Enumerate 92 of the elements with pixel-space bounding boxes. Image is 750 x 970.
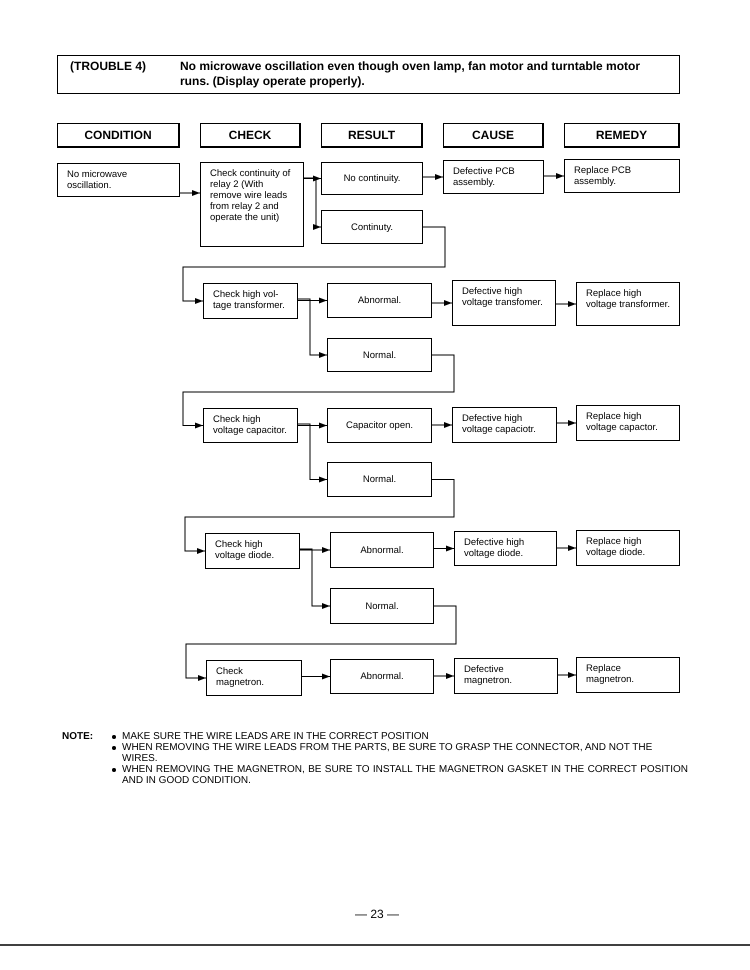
arrow <box>298 422 328 428</box>
column-header-box <box>200 123 301 148</box>
box-text: Check high voltage diode. <box>215 539 276 561</box>
box-text: Defective PCB assembly. <box>453 166 516 188</box>
arrow <box>432 300 452 306</box>
box-text: Normal. <box>362 474 396 485</box>
process-box <box>330 588 434 624</box>
process-box <box>330 659 434 694</box>
process-box <box>576 282 680 326</box>
note-text: WHEN REMOVING THE WIRE LEADS FROM THE PARTS, BE SURE TO GRASP THE CONNECTOR, AND NOT THE WIRES. <box>122 742 654 764</box>
arrow <box>182 226 446 304</box>
box-text: Check magnetron. <box>216 666 266 688</box>
process-box <box>576 657 680 693</box>
process-box <box>327 462 432 497</box>
process-box <box>564 159 680 193</box>
box-text: No continuity. <box>344 173 400 184</box>
arrow <box>556 420 576 426</box>
arrow <box>556 301 576 307</box>
box-text: Replace high voltage capactor. <box>586 411 659 433</box>
column-header-box <box>321 123 423 148</box>
box-text: Abnormal. <box>360 671 404 682</box>
page-number: — 23 — <box>355 906 400 923</box>
box-text: Replace high voltage transformer. <box>586 288 670 310</box>
process-box <box>443 160 544 194</box>
arrow <box>298 298 328 304</box>
process-box <box>203 283 298 319</box>
arrow <box>182 354 454 428</box>
process-box <box>321 162 423 195</box>
box-text: Replace high voltage diode. <box>586 536 646 558</box>
box-text: Check high voltage capacitor. <box>213 414 288 436</box>
column-header: CAUSE <box>472 127 514 144</box>
arrow <box>432 422 452 428</box>
box-text: Abnormal. <box>360 544 404 556</box>
box-text: Normal. <box>362 350 396 360</box>
arrow <box>298 424 328 482</box>
process-box <box>203 408 298 443</box>
arrow <box>298 298 328 358</box>
arrow <box>184 479 454 554</box>
box-text: Check continuity of relay 2 (With remove wire leads from relay 2 and operate the unit) <box>210 168 292 223</box>
box-text: Replace PCB assembly. <box>574 165 632 187</box>
arrow <box>304 176 322 182</box>
arrow <box>304 178 322 230</box>
box-text: Check high vol- tage transformer. <box>213 289 286 311</box>
note-text: WHEN REMOVING THE MAGNETRON, BE SURE TO INSTALL THE MAGNETRON GASKET IN THE CORRECT POSITION AND IN GOOD CONDITION. <box>122 764 688 786</box>
column-header-box <box>57 123 180 148</box>
process-box <box>327 283 432 318</box>
arrow <box>422 174 444 180</box>
process-box <box>330 532 434 568</box>
arrow <box>434 673 454 679</box>
column-header: REMEDY <box>596 127 648 144</box>
arrow <box>180 190 200 196</box>
trouble-number: (TROUBLE 4) <box>70 59 147 75</box>
arrow <box>300 548 330 609</box>
note-text: MAKE SURE THE WIRE LEADS ARE IN THE CORRECT POSITION <box>122 731 429 742</box>
process-box <box>205 533 300 569</box>
arrow <box>302 674 330 680</box>
note-heading: NOTE: <box>62 731 94 744</box>
arrow <box>186 606 456 681</box>
box-text: Defective high voltage diode. <box>464 537 526 559</box>
process-box <box>452 407 557 443</box>
box-text: Replace magnetron. <box>586 663 636 685</box>
arrow <box>434 546 454 552</box>
box-text: Defective high voltage transfomer. <box>462 286 544 308</box>
process-box <box>327 408 432 443</box>
box-text: Continuty. <box>350 222 394 232</box>
process-box <box>327 338 432 372</box>
box-text: Capacitor open. <box>346 420 414 431</box>
trouble-description: No microwave oscillation even though oven lamp, fan motor and turntable motor runs. (Display operate properly). <box>180 59 642 90</box>
process-box <box>452 280 556 326</box>
column-header: CONDITION <box>84 127 152 144</box>
column-header: CHECK <box>228 127 272 144</box>
process-box <box>454 658 558 694</box>
arrow <box>556 545 576 551</box>
column-header: RESULT <box>348 127 396 144</box>
process-box <box>200 162 304 247</box>
arrow <box>558 672 576 678</box>
process-box <box>454 531 557 566</box>
column-header-box <box>443 123 544 148</box>
process-box <box>57 163 180 197</box>
process-box <box>576 405 680 441</box>
box-text: Defective magnetron. <box>464 664 514 686</box>
box-text: Normal. <box>365 600 399 612</box>
arrow <box>544 173 564 179</box>
box-text: Defective high voltage capaciotr. <box>462 413 537 435</box>
box-text: No microwave oscillation. <box>67 169 128 191</box>
process-box <box>321 210 423 244</box>
box-text: Abnormal. <box>358 295 402 306</box>
process-box <box>576 530 680 566</box>
arrow <box>300 547 330 553</box>
trouble-box <box>57 55 680 94</box>
column-header-box <box>564 123 680 148</box>
process-box <box>206 660 302 696</box>
